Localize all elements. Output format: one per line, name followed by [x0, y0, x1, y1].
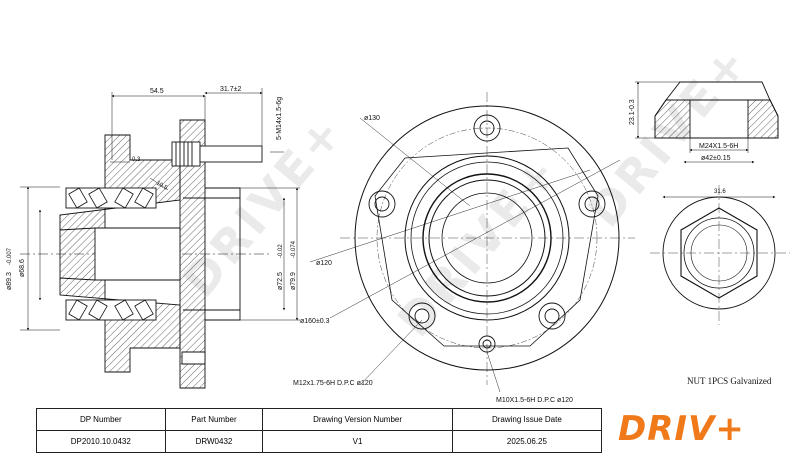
dim-160: ø160±0.3	[300, 318, 330, 325]
dim-68-6: ø68.6	[19, 259, 26, 277]
dim-bolt-thread: 5-M14x1.5-6g	[276, 97, 283, 140]
header-dp-number: DP Number	[36, 408, 166, 431]
nut-note: NUT 1PCS Galvanized	[687, 376, 772, 386]
dim-72-5: ø72.5	[277, 272, 284, 290]
title-block-header-row: DP Number Part Number Drawing Version Nu…	[36, 408, 603, 431]
value-issue-date: 2025.06.25	[451, 430, 603, 453]
dim-89-3: ø89.3	[6, 272, 13, 290]
dim-0-3: 0.3	[132, 157, 141, 163]
nut-section-view	[635, 81, 779, 164]
value-part-number: DRW0432	[164, 430, 264, 453]
dim-130: ø130	[364, 115, 380, 122]
header-issue-date: Drawing Issue Date	[451, 408, 603, 431]
value-dp-number: DP2010.10.0432	[36, 430, 166, 453]
dim-10-5: 10.5	[155, 181, 169, 192]
dim-m12: M12x1.75-6H D.P.C ø120	[293, 380, 373, 387]
dim-79-9-tol: -0.074	[291, 240, 297, 258]
wheel-bolt	[171, 141, 263, 167]
dim-m10: M10X1.5-6H D.P.C ø120	[496, 397, 573, 404]
dim-89-3-tol: -0.007	[7, 247, 13, 265]
dim-72-5-tol: -0.02	[278, 244, 284, 258]
nut-front-labels: 31.6 NUT 1PCS Galvanized	[687, 189, 772, 386]
header-part-number: Part Number	[164, 408, 264, 431]
bearing-rows	[65, 187, 157, 321]
brand-logo: DRIV+	[618, 409, 745, 449]
front-view-labels: ø130 ø120 ø160±0.3 M12x1.75-6H D.P.C ø12…	[293, 115, 573, 404]
dim-79-9: ø79.9	[290, 272, 297, 290]
hub-section-view	[20, 88, 300, 389]
dim-42: ø42±0.15	[701, 155, 731, 162]
section-view-labels: 54.5 31.7±2 5-M14x1.5-6g 0.3 10.5 ø89.3 …	[6, 86, 297, 290]
dim-23-1: 23.1-0.3	[629, 99, 636, 125]
dim-54-5: 54.5	[150, 88, 164, 95]
dim-120: ø120	[316, 260, 332, 267]
value-drawing-version: V1	[262, 430, 453, 453]
title-block: DP Number Part Number Drawing Version Nu…	[36, 408, 603, 453]
dim-31-7: 31.7±2	[220, 86, 241, 93]
nut-front-view	[650, 185, 790, 325]
header-drawing-version: Drawing Version Number	[262, 408, 453, 431]
dim-31-6: 31.6	[714, 189, 726, 195]
nut-section-labels: 23.1-0.3 M24X1.5-6H ø42±0.15	[629, 99, 738, 162]
dim-m24: M24X1.5-6H	[699, 143, 738, 150]
title-block-value-row: DP2010.10.0432 DRW0432 V1 2025.06.25	[36, 430, 603, 453]
hub-front-view	[309, 92, 635, 393]
watermark: DRIVE+ DRIVE+ DRIVE+	[172, 34, 760, 347]
